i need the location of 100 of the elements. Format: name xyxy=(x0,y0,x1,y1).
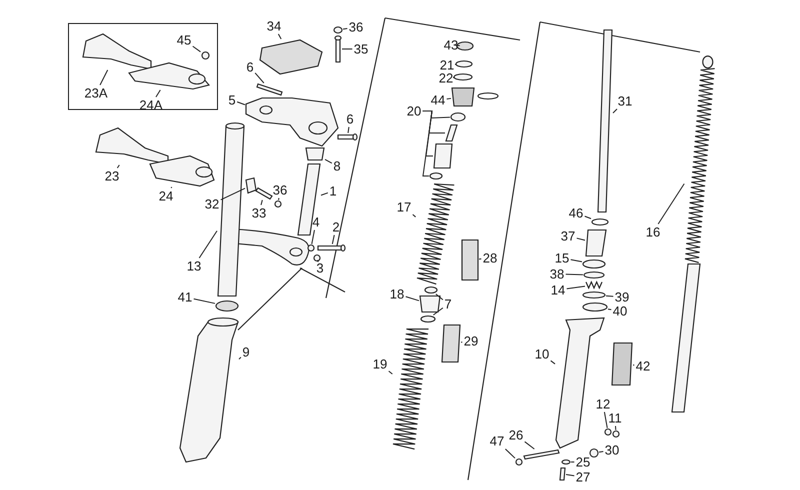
leader-line xyxy=(320,192,328,196)
leader-line xyxy=(254,72,264,84)
callout-number: 46 xyxy=(568,206,584,220)
screw-drawing xyxy=(559,467,566,481)
bolt-drawing xyxy=(523,449,560,460)
spring-drawing xyxy=(684,55,716,264)
leader-line xyxy=(570,259,582,262)
leader-line xyxy=(615,426,616,430)
leader-line xyxy=(405,296,420,302)
handlebar-drawing xyxy=(82,33,152,70)
bushing-drawing xyxy=(585,229,607,257)
leader-line xyxy=(456,44,460,46)
leader-line xyxy=(236,101,246,106)
bolt-drawing xyxy=(334,35,342,63)
callout-number: 20 xyxy=(406,104,422,118)
callout-number: 30 xyxy=(604,444,620,456)
sleeve-drawing xyxy=(433,143,453,169)
leader-line xyxy=(504,448,516,459)
callout-number: 6 xyxy=(346,112,354,126)
leader-line xyxy=(278,198,280,200)
bolt-drawing xyxy=(337,133,358,141)
leader-line xyxy=(606,295,614,297)
leader-line xyxy=(612,108,618,114)
callout-number: 17 xyxy=(396,200,412,214)
clamp-drawing xyxy=(128,62,210,90)
callout-number: 28 xyxy=(482,252,498,264)
callout-number: 25 xyxy=(576,456,590,468)
callout-number: 18 xyxy=(390,288,404,300)
nut-drawing xyxy=(333,26,343,34)
leader-line xyxy=(478,258,482,260)
leader-line xyxy=(260,200,263,206)
pad-drawing xyxy=(611,342,633,386)
leader-line xyxy=(342,48,353,50)
callout-number: 23A xyxy=(84,86,108,100)
leader-line xyxy=(550,360,556,364)
nut-drawing xyxy=(274,200,282,208)
callout-number: 6 xyxy=(246,60,254,74)
leader-line xyxy=(524,441,535,450)
leader-line xyxy=(422,110,433,176)
leader-line xyxy=(388,370,393,375)
leader-line xyxy=(198,230,218,258)
washer-drawing xyxy=(420,315,436,323)
callout-number: 37 xyxy=(560,230,576,242)
callout-number: 44 xyxy=(430,94,446,106)
washer-drawing xyxy=(307,244,315,252)
cap-drawing xyxy=(456,41,474,51)
callout-number: 14 xyxy=(550,284,566,296)
callout-number: 9 xyxy=(242,346,250,358)
callout-number: 16 xyxy=(646,226,660,238)
leader-line xyxy=(460,342,463,343)
callout-number: 38 xyxy=(550,268,564,280)
callout-number: 34 xyxy=(266,20,282,32)
piston-drawing xyxy=(419,295,441,313)
leader-line xyxy=(238,356,242,360)
leader-line xyxy=(342,28,348,30)
callout-number: 29 xyxy=(464,334,478,348)
rod-drawing xyxy=(445,124,458,142)
callout-number: 5 xyxy=(228,94,236,106)
callout-number: 7 xyxy=(444,298,452,310)
callout-number: 31 xyxy=(618,94,632,108)
leader-line xyxy=(584,216,592,220)
leader-line xyxy=(566,286,586,290)
leader-line xyxy=(220,188,246,200)
washer-drawing xyxy=(589,448,599,458)
ring-drawing xyxy=(215,300,239,312)
callout-number: 21 xyxy=(440,58,454,72)
washer-drawing xyxy=(429,172,443,180)
spring-drawing xyxy=(585,281,603,289)
fork-leg-drawing xyxy=(179,317,239,463)
leader-line xyxy=(278,34,282,40)
screw-drawing xyxy=(604,428,612,436)
callout-number: 22 xyxy=(438,72,454,84)
callout-number: 13 xyxy=(186,260,202,272)
washer-drawing xyxy=(455,60,473,68)
callout-number: 10 xyxy=(534,348,550,360)
callout-number: 42 xyxy=(636,360,650,372)
leader-line xyxy=(446,98,452,100)
callout-number: 24 xyxy=(158,190,174,202)
screw-drawing xyxy=(612,430,620,438)
callout-number: 3 xyxy=(316,262,324,274)
callout-number: 41 xyxy=(178,290,192,304)
callout-number: 36 xyxy=(348,20,364,34)
handlebar-drawing xyxy=(95,127,169,165)
callout-number: 2 xyxy=(332,220,340,234)
callout-number: 4 xyxy=(312,216,320,228)
callout-number: 32 xyxy=(204,198,220,210)
bushing-drawing xyxy=(582,302,608,312)
rod-drawing xyxy=(597,29,613,213)
leader-line xyxy=(435,294,444,300)
leader-line xyxy=(100,70,108,86)
leader-line xyxy=(324,158,332,164)
spring-drawing xyxy=(392,328,430,450)
leader-line xyxy=(116,164,120,168)
callout-number: 27 xyxy=(576,470,590,484)
callout-number: 26 xyxy=(508,428,524,442)
callout-number: 39 xyxy=(614,290,630,304)
leader-line xyxy=(432,307,444,316)
leader-line xyxy=(311,230,315,244)
callout-number: 24A xyxy=(139,98,163,112)
inset-frame xyxy=(68,23,218,110)
